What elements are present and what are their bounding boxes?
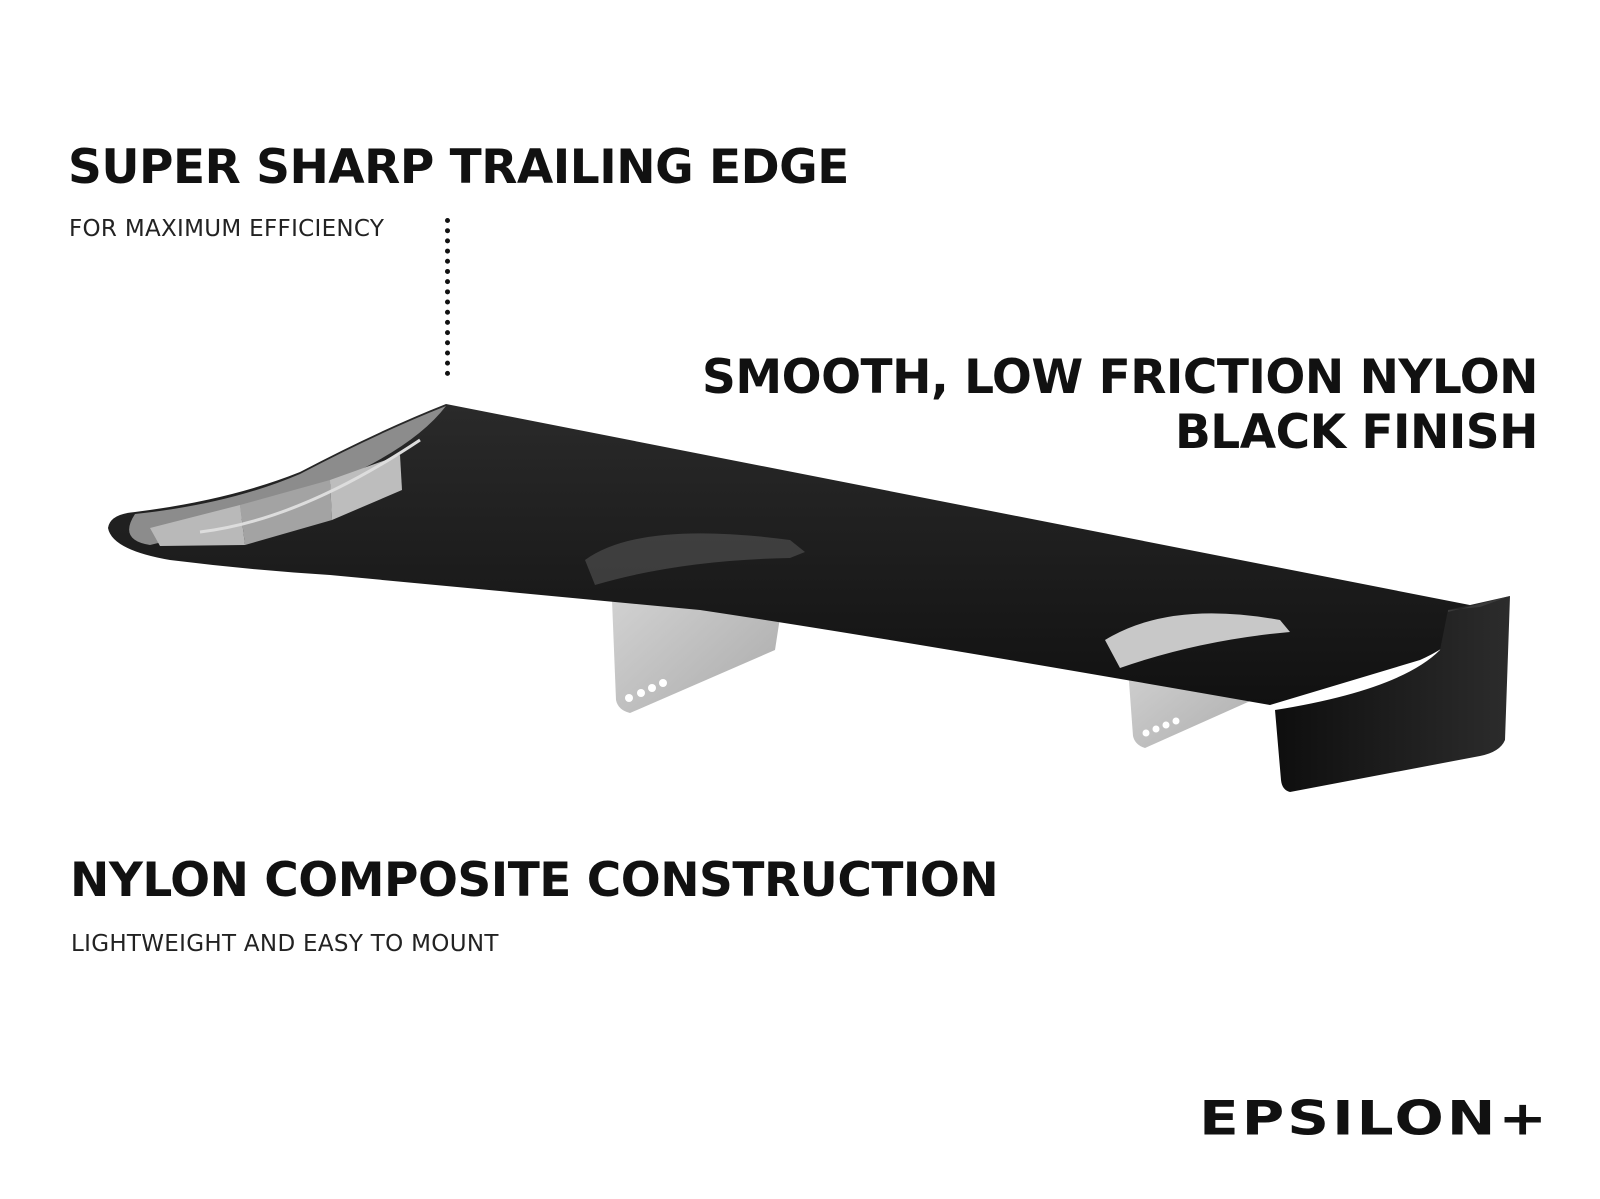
finish-title-line-2: BLACK FINISH [1174, 405, 1539, 460]
construction-title: NYLON COMPOSITE CONSTRUCTION [70, 853, 999, 908]
finish-title-line-1: SMOOTH, LOW FRICTION NYLON [702, 350, 1538, 405]
trailing-edge-callout-line [445, 218, 450, 376]
trailing-edge-subtitle: FOR MAXIMUM EFFICIENCY [69, 216, 385, 242]
bracket-flange-left [585, 533, 805, 585]
bracket-flange-right [1105, 613, 1290, 668]
trailing-edge-title: SUPER SHARP TRAILING EDGE [68, 140, 849, 195]
epsilon-brand-logo: EPSILON+ [1199, 1090, 1550, 1146]
wing-end-plate [1275, 596, 1510, 792]
construction-subtitle: LIGHTWEIGHT AND EASY TO MOUNT [71, 931, 499, 957]
